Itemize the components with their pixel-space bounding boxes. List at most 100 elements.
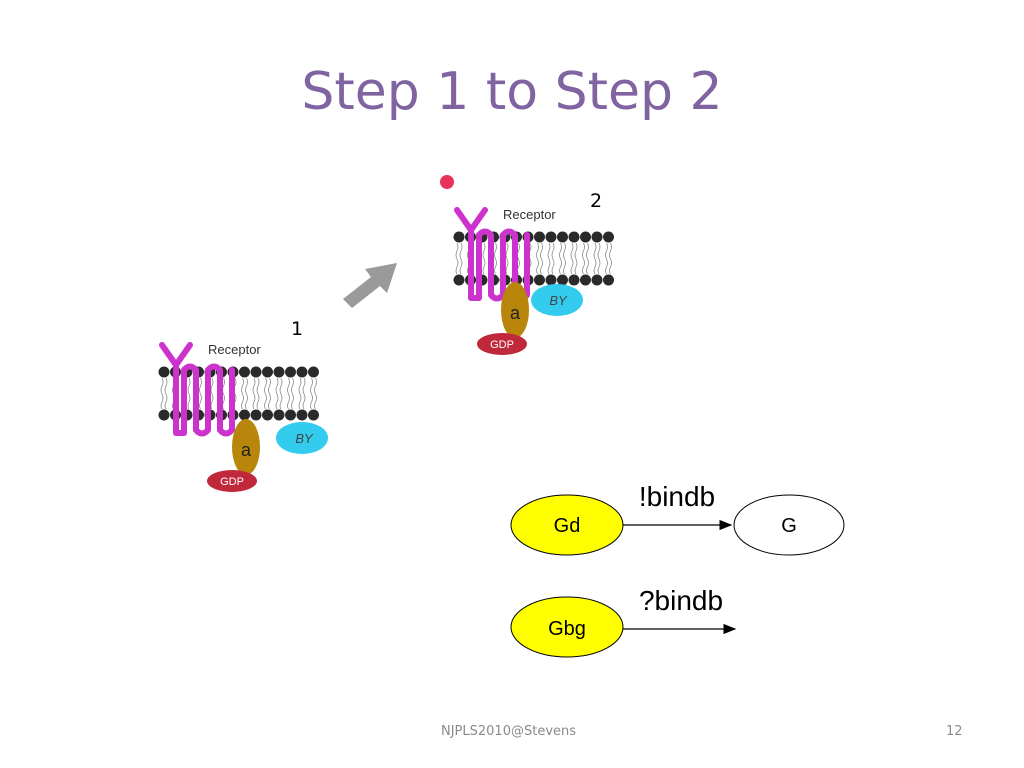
state-gd-label: Gd — [554, 515, 581, 537]
alpha-subunit — [232, 419, 260, 475]
gdp-label: GDP — [490, 339, 514, 351]
lipid-head — [580, 274, 591, 286]
lipid-tail — [164, 377, 168, 410]
lipid-head — [308, 409, 319, 421]
lipid-head — [296, 366, 308, 378]
step2-number: 2 — [590, 190, 603, 212]
lipid-head — [262, 409, 273, 421]
step1-membrane-diagram: Receptor a BY GDP — [158, 342, 328, 492]
ligand-dot — [440, 175, 454, 189]
state-automaton: Gd !bindb G Gbg ?bindb — [510, 481, 845, 658]
lipid-tail — [264, 377, 267, 410]
lipid-tail — [540, 242, 543, 275]
lipid-head — [453, 274, 465, 286]
lipid-tail — [291, 377, 294, 410]
lipid-head — [557, 274, 568, 286]
lipid-head — [250, 366, 262, 378]
lipid-head — [557, 231, 568, 243]
lipid-tail — [570, 242, 574, 275]
lipid-tail — [275, 377, 279, 410]
lipid-head — [568, 274, 580, 286]
alpha-subunit — [501, 282, 529, 338]
lipid-tail — [536, 242, 539, 275]
lipid-head — [545, 231, 557, 243]
lipid-tail — [494, 242, 497, 275]
lipid-tail — [241, 377, 244, 410]
lipid-tail — [605, 242, 608, 275]
lipid-head — [534, 231, 545, 243]
lipid-tail — [210, 377, 214, 410]
lipid-tail — [559, 242, 562, 275]
receptor — [454, 207, 530, 302]
lipid-tail — [582, 242, 585, 275]
transition-label-send: !bindb — [639, 481, 715, 512]
lipid-tail — [563, 242, 566, 275]
lipid-tail — [160, 377, 164, 410]
step2-membrane-diagram: Receptor a BY GDP — [453, 207, 614, 355]
lipid-head — [158, 366, 170, 378]
lipid-tail — [609, 242, 612, 275]
lipid-head — [545, 274, 557, 286]
lipid-tail — [586, 242, 589, 275]
automaton-row-1: Gd !bindb G — [510, 481, 845, 556]
lipid-head — [250, 409, 262, 421]
lipid-tail — [455, 242, 459, 275]
lipid-tail — [482, 242, 486, 275]
lipid-head — [285, 366, 296, 378]
receptor — [159, 342, 235, 437]
lipid-head — [158, 409, 170, 421]
transition-arrow — [343, 263, 397, 308]
lipid-tail — [268, 377, 271, 410]
step1-number: 1 — [291, 318, 304, 340]
step1-figure: Receptor a BY GDP — [150, 335, 340, 500]
lipid-tail — [547, 242, 551, 275]
lipid-head — [591, 274, 603, 286]
lipid-head — [534, 274, 545, 286]
lipid-tail — [279, 377, 283, 410]
footer-text: NJPLS2010@Stevens — [441, 724, 577, 739]
betagamma-subunit — [276, 422, 328, 454]
state-gbg — [510, 596, 624, 658]
lipid-tail — [199, 377, 202, 410]
transition-label-receive: ?bindb — [639, 585, 723, 616]
lipid-tail — [314, 377, 317, 410]
lipid-tail — [287, 377, 290, 410]
receptor-label: Receptor — [503, 207, 556, 222]
lipid-head — [308, 366, 319, 378]
lipid-head — [262, 366, 273, 378]
lipid-head — [591, 231, 603, 243]
lipid-tail — [252, 377, 256, 410]
state-gbg-label: Gbg — [548, 618, 586, 640]
lipid-head — [580, 231, 591, 243]
lipid-head — [273, 366, 285, 378]
gdp-molecule — [477, 333, 527, 355]
lipid-tail — [302, 377, 306, 410]
lipid-head — [603, 274, 614, 286]
lipid-tail — [551, 242, 555, 275]
betagamma-label: BY — [295, 431, 314, 446]
lipid-tail — [459, 242, 463, 275]
lipid-tail — [310, 377, 313, 410]
lipid-tail — [574, 242, 578, 275]
lipid-tail — [298, 377, 302, 410]
state-g — [733, 494, 845, 556]
lipid-head — [285, 409, 296, 421]
step2-figure: Receptor a BY GDP — [445, 200, 635, 365]
betagamma-label: BY — [549, 293, 568, 308]
lipid-head — [568, 231, 580, 243]
lipid-head — [603, 231, 614, 243]
lipid-tail — [597, 242, 601, 275]
lipid-head — [273, 409, 285, 421]
lipid-tail — [256, 377, 260, 410]
slide-title: Step 1 to Step 2 — [301, 62, 723, 122]
betagamma-subunit — [531, 284, 583, 316]
automaton-row-2: Gbg ?bindb — [510, 585, 737, 658]
lipid-tail — [187, 377, 191, 410]
gdp-molecule — [207, 470, 257, 492]
state-g-label: G — [781, 515, 797, 537]
lipid-head — [296, 409, 308, 421]
receptor-label: Receptor — [208, 342, 261, 357]
lipid-tail — [505, 242, 509, 275]
lipid-head — [453, 231, 465, 243]
lipid-head — [239, 409, 250, 421]
